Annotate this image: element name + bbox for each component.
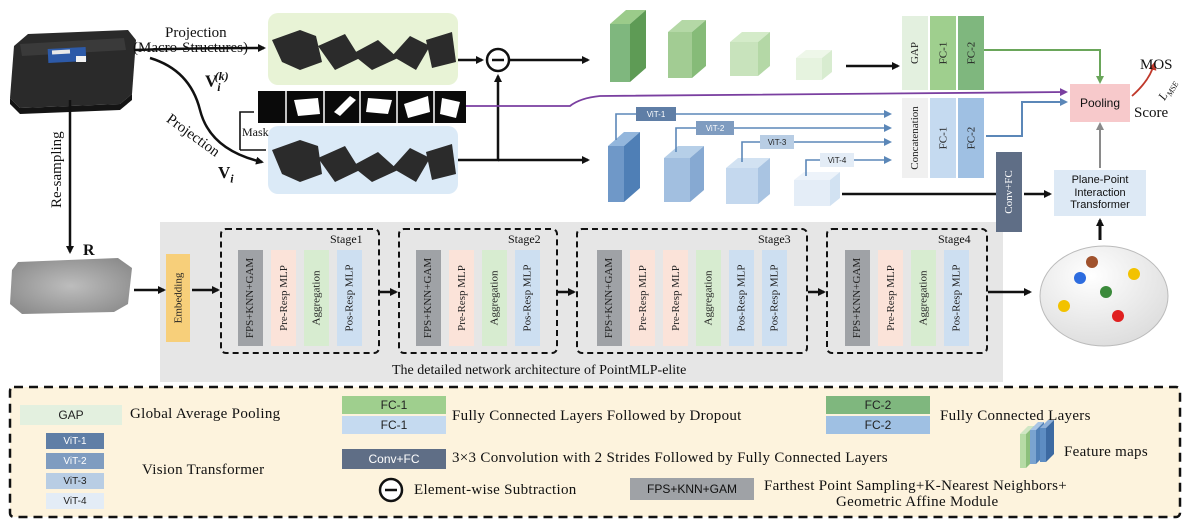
- legend-fc1-bottom: FC-1: [342, 416, 446, 434]
- convfc-box: Conv+FC: [996, 152, 1022, 232]
- stage-block: Aggregation: [696, 250, 721, 346]
- gap-box: GAP: [902, 16, 928, 90]
- stage-block: Pos-Resp MLP: [515, 250, 540, 346]
- stage-4: [826, 228, 988, 354]
- legend-vit-1: ViT-1: [46, 433, 104, 449]
- vit-to-concat: [676, 110, 892, 164]
- stage-label: Stage3: [758, 232, 791, 246]
- legend-vit-3: ViT-3: [46, 473, 104, 489]
- legend-conv-text: 3×3 Convolution with 2 Strides Followed …: [452, 450, 888, 466]
- blue-feature-maps: [608, 132, 840, 206]
- projection-macro-label-1: Projection: [165, 25, 227, 41]
- concatenation-box: Concatenation: [902, 98, 928, 178]
- macro-projection-images: [272, 30, 456, 70]
- stage-block: Pos-Resp MLP: [729, 250, 754, 346]
- vit-2-box: ViT-2: [696, 121, 734, 135]
- stage-block: Pre-Resp MLP: [630, 250, 655, 346]
- legend-fc2-text: Fully Connected Layers: [940, 408, 1091, 424]
- legend-fc2-bottom: FC-2: [826, 416, 930, 434]
- arrow-blue-to-pooling: [986, 98, 1068, 137]
- legend-gap-box: GAP: [20, 405, 122, 425]
- mask-strip: [258, 91, 466, 123]
- stage-3: [576, 228, 808, 354]
- r-label: R: [83, 242, 95, 259]
- resampling-label: Re-sampling: [49, 131, 65, 208]
- legend-fps-text-2: Geometric Affine Module: [836, 494, 999, 510]
- mask-connector: [239, 111, 254, 150]
- legend-fps-text-1: Farthest Point Sampling+K-Nearest Neighb…: [764, 478, 1067, 494]
- legend-vit-2: ViT-2: [46, 453, 104, 469]
- arrow-mask-to-pooling: [466, 88, 1068, 107]
- mesh-object-image: [10, 30, 136, 114]
- green-feature-maps: [610, 10, 832, 82]
- stage-block: Pre-Resp MLP: [449, 250, 474, 346]
- legend-fps-box: FPS+KNN+GAM: [630, 478, 754, 500]
- feature-sphere: [1039, 245, 1169, 347]
- fc1-blue-box: FC-1: [930, 98, 956, 178]
- vik-label: Vi(k): [205, 69, 229, 95]
- stage-block: Pos-Resp MLP: [337, 250, 362, 346]
- stage-label: Stage4: [938, 232, 971, 246]
- legend-feature-text: Feature maps: [1064, 444, 1148, 460]
- stage-block: Aggregation: [911, 250, 936, 346]
- score-label: Score: [1134, 105, 1169, 121]
- legend-fc2-top: FC-2: [826, 396, 930, 414]
- legend-fc1-top: FC-1: [342, 396, 446, 414]
- loss-arc: [1131, 62, 1157, 97]
- stage-block: FPS+KNN+GAM: [416, 250, 441, 346]
- stage-block: FPS+KNN+GAM: [597, 250, 622, 346]
- fc2-blue-box: FC-2: [958, 98, 984, 178]
- mos-label: MOS: [1140, 57, 1173, 73]
- stage-block: Aggregation: [304, 250, 329, 346]
- point-cloud-image: [10, 258, 132, 314]
- pooling-box: Pooling: [1070, 84, 1130, 122]
- legend-sub-text: Element-wise Subtraction: [414, 482, 577, 498]
- legend-gap-text: Global Average Pooling: [130, 406, 281, 422]
- projection-macro-label-2: (Macro-Structures): [133, 40, 248, 56]
- stage-block: FPS+KNN+GAM: [238, 250, 263, 346]
- embedding-box: Embedding: [166, 254, 190, 342]
- arrow-projection: [149, 56, 264, 165]
- pointmlp-caption: The detailed network architecture of Poi…: [392, 363, 687, 378]
- arrow-green-to-pooling: [984, 49, 1104, 84]
- arrow-macro-projection: [134, 44, 266, 53]
- stage-block: Aggregation: [482, 250, 507, 346]
- legend-vit-4: ViT-4: [46, 493, 104, 509]
- mask-label: Mask: [242, 125, 269, 139]
- stage-label: Stage1: [330, 232, 363, 246]
- stage-block: Pos-Resp MLP: [762, 250, 787, 346]
- legend-conv-box: Conv+FC: [342, 449, 446, 469]
- stage-block: Pos-Resp MLP: [944, 250, 969, 346]
- stage-block: Pre-Resp MLP: [663, 250, 688, 346]
- legend-feature-maps-icon: [1020, 420, 1054, 468]
- fc2-green-box: FC-2: [958, 16, 984, 90]
- legend-fc1-text: Fully Connected Layers Followed by Dropo…: [452, 408, 742, 424]
- vit-4-box: ViT-4: [820, 153, 854, 167]
- ppit-box: Plane-Point Interaction Transformer: [1054, 170, 1146, 216]
- vit-3-box: ViT-3: [760, 135, 794, 149]
- vi-label: Vi: [218, 163, 234, 186]
- vit-1-box: ViT-1: [636, 107, 676, 121]
- stage-label: Stage2: [508, 232, 541, 246]
- stage-block: Pre-Resp MLP: [271, 250, 296, 346]
- fc1-green-box: FC-1: [930, 16, 956, 90]
- stage-block: FPS+KNN+GAM: [845, 250, 870, 346]
- vit-connectors: [615, 113, 820, 176]
- projection-images: [272, 140, 456, 182]
- stage-1: [220, 228, 380, 354]
- stage-block: Pre-Resp MLP: [878, 250, 903, 346]
- stage-2: [398, 228, 558, 354]
- legend-vit-text: Vision Transformer: [142, 462, 265, 478]
